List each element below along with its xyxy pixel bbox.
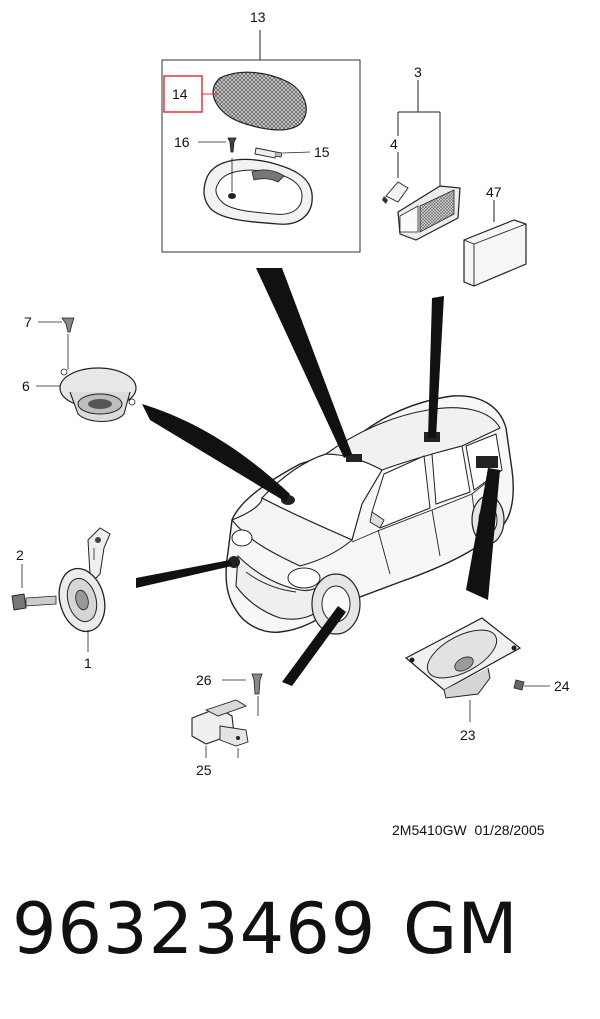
screw-icon — [227, 137, 237, 153]
car-illustration — [225, 395, 514, 635]
callout-23: 23 — [460, 727, 476, 743]
callout-13: 13 — [250, 9, 266, 25]
part-number: 96323469 — [12, 888, 377, 970]
lamp-cover — [463, 219, 527, 287]
rear-speaker-group — [404, 617, 550, 722]
bulb-icon — [254, 147, 277, 159]
sensor-screw-icon — [251, 673, 263, 695]
callout-25: 25 — [196, 762, 212, 778]
door-speaker-group — [36, 317, 137, 423]
map-lamp-group — [382, 80, 461, 241]
callout-47: 47 — [486, 184, 502, 200]
rear-speaker-screw-icon — [513, 679, 525, 691]
car-side-window-front — [371, 455, 431, 529]
callout-4: 4 — [390, 136, 398, 152]
horn-bolt-icon — [11, 593, 27, 611]
callout-15: 15 — [314, 144, 330, 160]
dome-lamp-group — [161, 30, 361, 253]
brand-name: GM — [403, 888, 518, 970]
speaker-screw-icon — [61, 317, 75, 333]
callout-16: 16 — [174, 134, 190, 150]
callout-2: 2 — [16, 547, 24, 563]
dome-lamp-lens — [212, 71, 307, 131]
diagram-reference-code: 2M5410GW 01/28/2005 — [392, 822, 545, 838]
lamp-cover-group — [463, 200, 527, 287]
callout-7: 7 — [24, 314, 32, 330]
horn-group — [11, 527, 111, 652]
callout-24: 24 — [554, 678, 570, 694]
callouts: 13 14 16 15 3 4 47 7 6 2 1 26 25 24 23 — [16, 9, 570, 778]
callout-14: 14 — [172, 86, 188, 102]
dome-lamp-box — [161, 59, 361, 253]
sensor-group — [191, 673, 263, 758]
location-pointers — [136, 268, 500, 686]
callout-3: 3 — [414, 64, 422, 80]
car-side-window-rear — [431, 445, 471, 505]
horn-bracket — [87, 527, 111, 581]
callout-1: 1 — [84, 655, 92, 671]
callout-6: 6 — [22, 378, 30, 394]
map-lamp-bulb — [385, 181, 409, 203]
callout-26: 26 — [196, 672, 212, 688]
